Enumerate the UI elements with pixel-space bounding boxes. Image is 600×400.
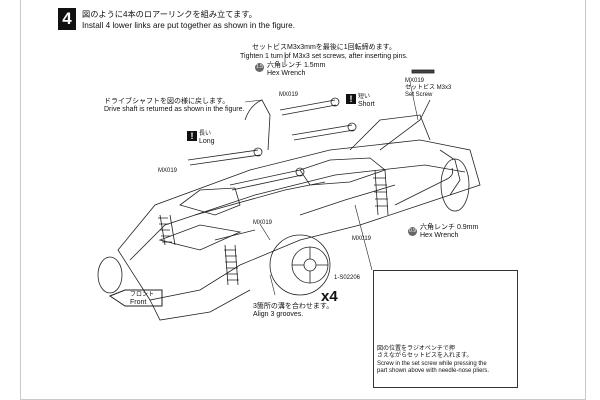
warning-icon: ! [346,94,356,104]
detail-inset [373,270,518,388]
tighten-en: Tighten 1 turn of M3x3 set screws, after… [240,53,408,60]
hex-wrench-09-en: Hex Wrench [420,232,459,239]
hex-wrench-icon: 1.5 [255,63,264,72]
align-en: Align 3 grooves. [253,311,304,318]
header-jp: 図のように4本のロアーリンクを組み立てます。 [82,10,257,19]
tighten-jp: セットビスM3x3mmを最後に1回転締めます。 [252,44,396,51]
part-code-lower-mid: MX019 [352,236,372,242]
short-en: Short [358,101,375,108]
front-arrow-en: Front [130,299,147,306]
align-jp: 3箇所の溝を合わせます。 [253,303,334,310]
driveshaft-jp: ドライブシャフトを図の様に戻します。 [104,98,230,105]
long-jp: 長い [199,131,212,137]
front-arrow-jp: フロント [130,292,155,298]
hex-wrench-15-jp: 六角レンチ 1.5mm [267,62,326,69]
part-code-top: MX019 [279,92,299,98]
long-en: Long [199,138,215,145]
quantity-label: x4 [321,288,338,305]
screw-code: 1-S02206 [334,275,361,281]
hex-wrench-icon: 0.9 [408,227,417,236]
set-screw-en: Set Screw [405,92,433,98]
warning-icon: ! [187,131,197,141]
inset-en-2: part shown above with needle-nose pliers… [377,368,490,374]
inset-en-1: Screw in the set screw while pressing th… [377,361,487,367]
step-number: 4 [58,8,76,30]
part-code-left: MX019 [158,168,178,174]
hex-wrench-09-jp: 六角レンチ 0.9mm [420,224,479,231]
driveshaft-en: Drive shaft is returned as shown in the … [104,106,245,113]
short-jp: 短い [358,94,371,100]
header-en: Install 4 lower links are put together a… [82,21,295,30]
set-screw-jp: セットビス M3x3 [405,85,452,91]
hex-wrench-15-en: Hex Wrench [267,70,306,77]
part-code-lower-left: MX019 [253,220,273,226]
inset-jp-1: 図の位置をラジオペンチで押 [377,346,455,352]
set-screw-code: MX019 [405,78,425,84]
inset-jp-2: さえながらセットビスを入れます。 [377,353,473,359]
